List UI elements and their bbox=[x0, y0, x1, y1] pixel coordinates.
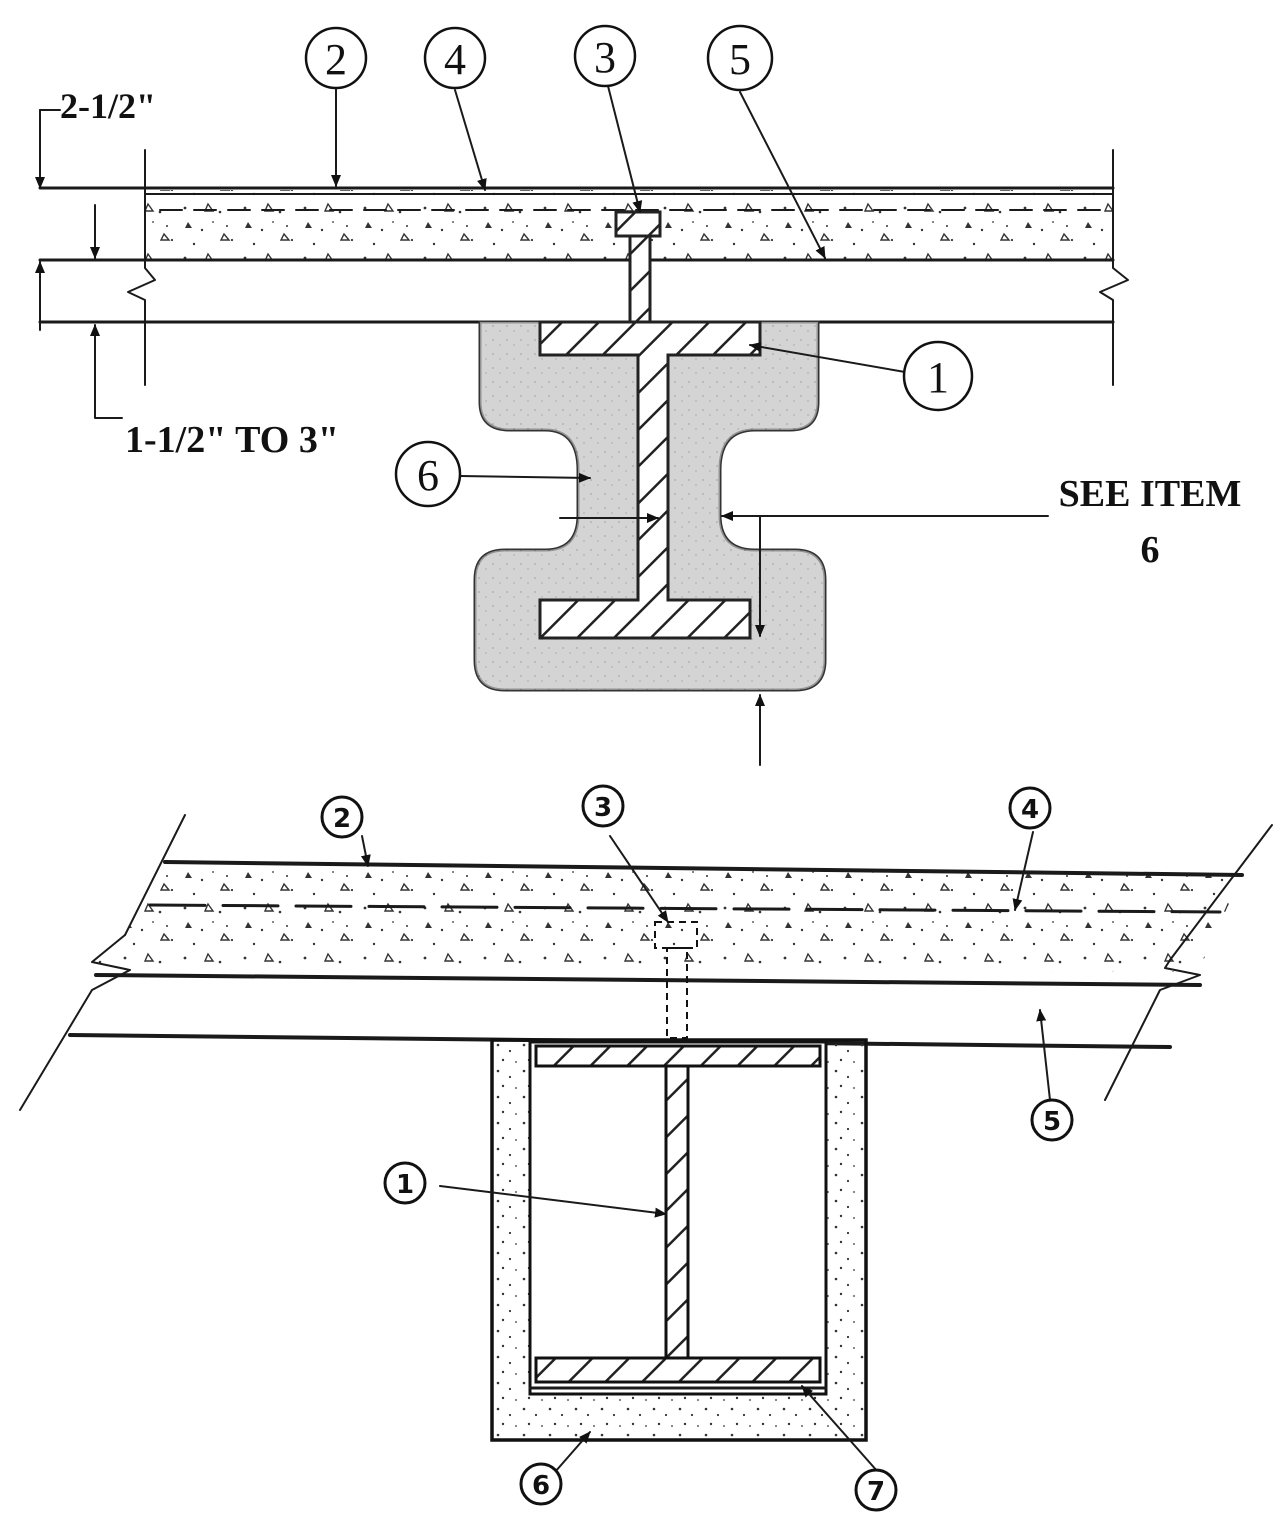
lower-shear-connector-head bbox=[654, 921, 698, 949]
lower-callout-7: 7 bbox=[854, 1468, 898, 1512]
lower-callout-5: 5 bbox=[1030, 1098, 1074, 1142]
svg-text:7: 7 bbox=[867, 1477, 885, 1507]
svg-text:3: 3 bbox=[594, 33, 616, 82]
upper-callout-3: 3 bbox=[573, 24, 637, 88]
upper-steel-beam bbox=[538, 320, 762, 640]
upper-left-break-line bbox=[127, 149, 156, 386]
lower-callout-4: 4 bbox=[1008, 786, 1052, 830]
lower-slab-top-line bbox=[163, 860, 1244, 877]
svg-text:1: 1 bbox=[927, 353, 949, 402]
lower-wire-mesh bbox=[148, 903, 1222, 914]
lower-callout-2: 2 bbox=[320, 795, 364, 839]
svg-text:5: 5 bbox=[1043, 1107, 1061, 1137]
svg-text:4: 4 bbox=[444, 35, 466, 84]
lower-concrete-slab bbox=[92, 862, 1242, 972]
lower-callout-3: 3 bbox=[581, 784, 625, 828]
svg-text:1: 1 bbox=[396, 1170, 414, 1200]
see-item-number: 6 bbox=[1141, 529, 1160, 571]
lower-beam-bottom-flange bbox=[534, 1356, 822, 1384]
upper-shear-connector-stud bbox=[628, 234, 652, 324]
upper-callout-6: 6 bbox=[394, 440, 462, 508]
svg-text:6: 6 bbox=[532, 1471, 550, 1501]
svg-text:3: 3 bbox=[594, 793, 612, 823]
svg-text:4: 4 bbox=[1021, 795, 1039, 825]
svg-text:6: 6 bbox=[417, 451, 439, 500]
lower-right-break-line bbox=[1104, 959, 1201, 1101]
lower-beam-web bbox=[664, 1064, 690, 1360]
lower-detail: 2 3 4 5 1 6 7 bbox=[19, 784, 1273, 1512]
see-item-label: SEE ITEM bbox=[1059, 473, 1242, 515]
upper-callout-1: 1 bbox=[902, 340, 974, 412]
upper-detail: 2-1/2" 1-1/2" TO 3" 2 4 3 bbox=[35, 24, 1242, 766]
svg-text:5: 5 bbox=[729, 35, 751, 84]
lower-callout-1: 1 bbox=[383, 1161, 427, 1205]
dim-label-bottom: 1-1/2" TO 3" bbox=[125, 419, 339, 461]
lower-slab-bottom-line bbox=[94, 973, 1202, 987]
upper-callout-4: 4 bbox=[423, 26, 487, 90]
upper-shear-connector-head bbox=[614, 210, 662, 238]
upper-callout-2: 2 bbox=[304, 26, 368, 90]
svg-text:2: 2 bbox=[325, 35, 347, 84]
lower-left-break-line bbox=[19, 934, 131, 1111]
upper-right-break-line bbox=[1099, 149, 1129, 386]
svg-text:2: 2 bbox=[333, 804, 351, 834]
lower-beam-top-flange bbox=[534, 1044, 822, 1068]
lower-right-edge bbox=[1169, 824, 1273, 961]
lower-left-edge bbox=[124, 814, 186, 936]
lower-shear-connector-stud bbox=[666, 947, 688, 1039]
lower-callout-6: 6 bbox=[519, 1462, 563, 1506]
upper-callout-5: 5 bbox=[706, 24, 774, 92]
dim-label-top: 2-1/2" bbox=[60, 86, 156, 126]
